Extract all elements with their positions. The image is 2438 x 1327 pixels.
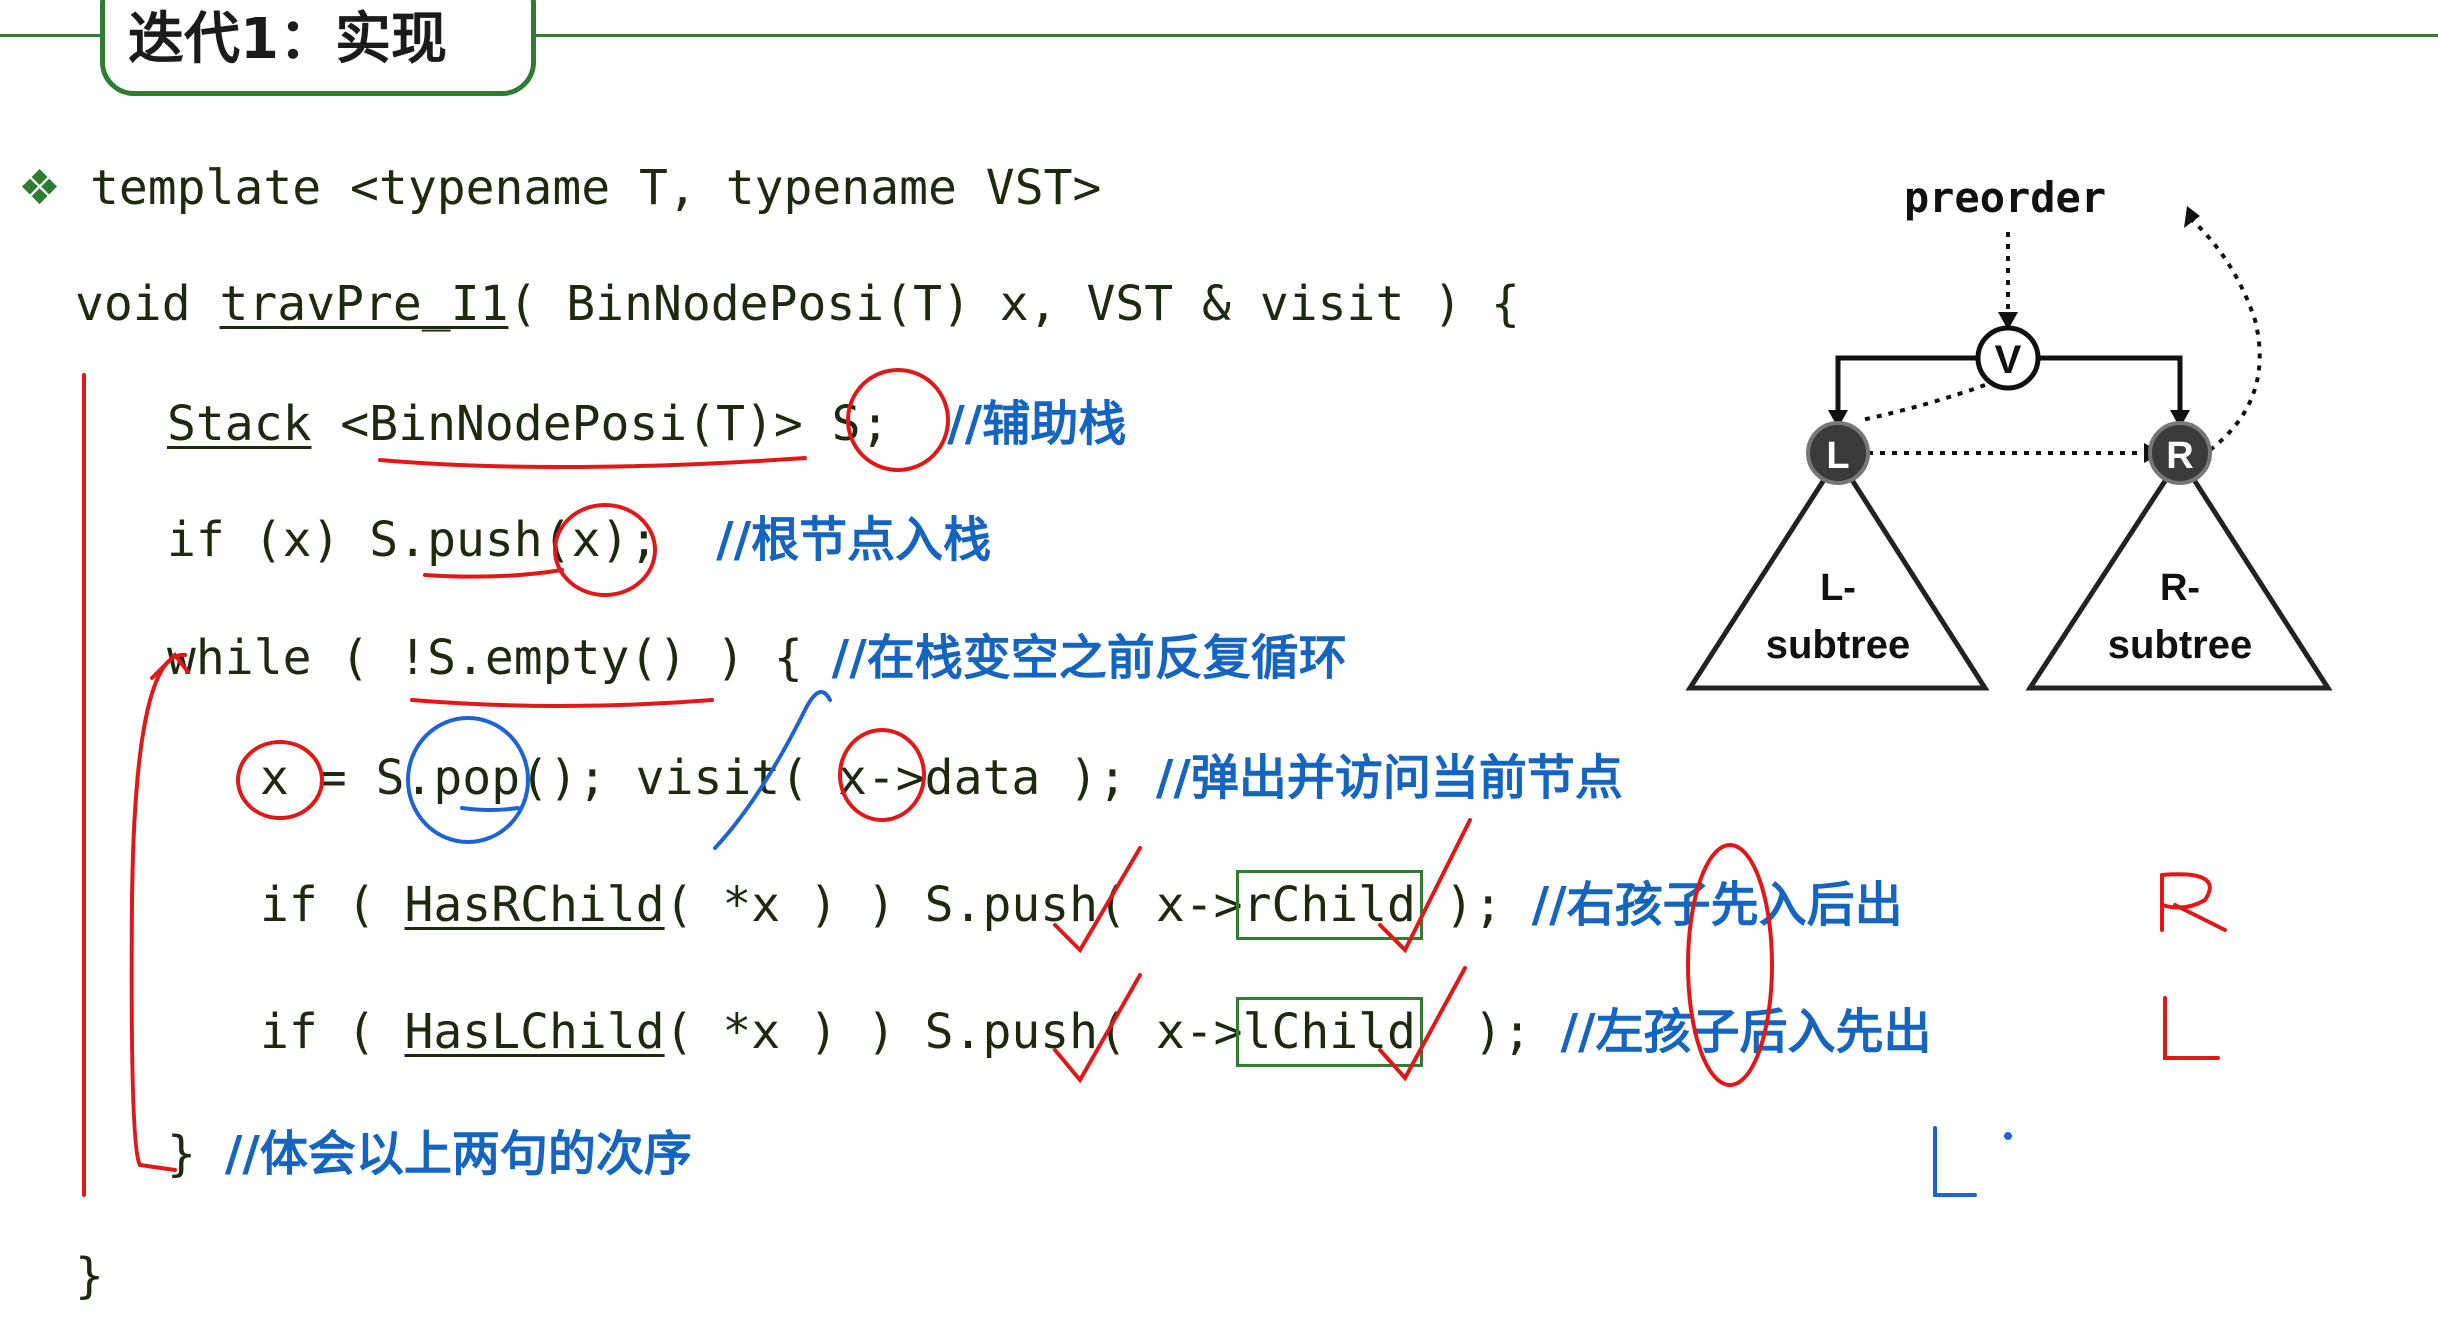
rchild-box: rChild — [1235, 870, 1423, 940]
svg-text:subtree: subtree — [1766, 623, 1911, 667]
code-line-template: ❖ template <typename T, typename VST> — [18, 160, 1102, 216]
left-subtree — [1685, 453, 1990, 691]
lchild-box: lChild — [1235, 997, 1423, 1067]
svg-text:L-: L- — [1820, 567, 1856, 609]
code-line-push-root: if (x) S.push(x); //根节点入栈 — [167, 512, 992, 568]
code-line-function-close: } — [75, 1248, 104, 1304]
svg-text:R-: R- — [2160, 567, 2200, 609]
comment: //左孩子后入先出 — [1560, 1004, 1932, 1060]
code-line-stack: Stack <BinNodePosi(T)> S; //辅助栈 — [167, 396, 1127, 452]
node-l — [1806, 421, 1870, 485]
preorder-label: preorder — [1904, 173, 2106, 222]
svg-text:V: V — [1995, 338, 2022, 382]
comment: //辅助栈 — [947, 396, 1127, 452]
edge-v-l — [1835, 355, 1978, 412]
code-line-while: while ( !S.empty() ) { //在栈变空之前反复循环 — [167, 630, 1347, 686]
hand-r — [2160, 872, 2227, 932]
red-ink-annotations — [82, 368, 2227, 1197]
slide-title: 迭代1：实现 — [128, 7, 447, 72]
edge-v-r — [2038, 355, 2183, 412]
bullet-icon: ❖ — [18, 160, 62, 216]
comment: //弹出并访问当前节点 — [1155, 750, 1623, 806]
comment: //右孩子先入后出 — [1531, 877, 1903, 933]
comment: //体会以上两句的次序 — [224, 1126, 692, 1182]
code-line-signature: void travPre_I1( BinNodePosi(T) x, VST &… — [75, 276, 1520, 332]
svg-text:L: L — [1826, 435, 1849, 477]
return-arrow — [2190, 218, 2262, 452]
blue-ink-annotations — [406, 690, 2012, 1197]
code-line-push-left: if ( HasLChild( *x ) ) S.push( x->lChild… — [260, 997, 1932, 1067]
right-subtree — [2025, 453, 2333, 691]
code-line-while-close: } //体会以上两句的次序 — [167, 1126, 692, 1182]
node-v — [1975, 325, 2041, 391]
comment: //在栈变空之前反复循环 — [831, 630, 1347, 686]
entry-arrowhead — [1998, 312, 2018, 330]
title-frame — [100, 0, 536, 96]
hand-l-red — [2163, 996, 2220, 1060]
svg-text:subtree: subtree — [2108, 623, 2253, 667]
hand-l-blue — [1933, 1126, 1977, 1197]
svg-text:R: R — [2166, 435, 2193, 477]
node-r — [2148, 421, 2212, 485]
function-name: travPre_I1 — [219, 276, 509, 332]
title-rule — [0, 34, 2438, 37]
comment: //根节点入栈 — [716, 512, 992, 568]
